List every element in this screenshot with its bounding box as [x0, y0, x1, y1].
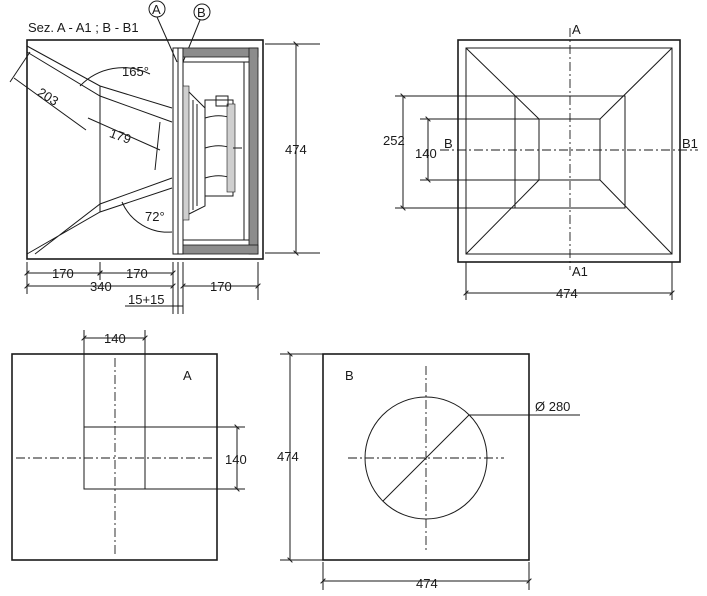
rear-chamber-bottom-wall	[182, 244, 259, 255]
section-view: Sez. A - A1 ; B - B1 A B	[9, 0, 320, 314]
dim-140-right-label: 140	[225, 452, 247, 467]
panel-b: B Ø 280 474 474	[277, 351, 580, 591]
dim-179-label: 179	[108, 125, 134, 147]
label-a: A	[572, 22, 581, 37]
section-title: Sez. A - A1 ; B - B1	[28, 20, 139, 35]
panel-b-label: B	[345, 368, 354, 383]
angle-arc-72	[121, 201, 173, 233]
angle-72-label: 72°	[145, 209, 165, 224]
front-view: A A1 B B1 252 140 474	[383, 22, 698, 301]
dim-170-right-label: 170	[210, 279, 232, 294]
dim-diameter-label: Ø 280	[535, 399, 570, 414]
dim-474-bottom-label: 474	[416, 576, 438, 591]
dim-170-mid-label: 170	[126, 266, 148, 281]
dim-140-label: 140	[415, 146, 437, 161]
marker-a-label: A	[152, 2, 161, 17]
dim-203-label: 203	[35, 85, 61, 109]
front-inner-frame	[465, 47, 673, 255]
marker-b-label: B	[197, 5, 206, 20]
dim-170-left-label: 170	[52, 266, 74, 281]
dim-340-label: 340	[90, 279, 112, 294]
front-throat-inner	[538, 118, 601, 181]
section-enclosure	[26, 39, 264, 260]
dim-203-line	[13, 77, 87, 131]
panel-b-outline	[322, 353, 530, 561]
panel-a-outline	[11, 353, 218, 561]
baffle-plate-b	[177, 47, 184, 255]
label-b: B	[444, 136, 453, 151]
dim-15-15-label: 15+15	[128, 292, 165, 307]
dim-474-left-label: 474	[277, 449, 299, 464]
dim-474-front-label: 474	[556, 286, 578, 301]
label-b1: B1	[682, 136, 698, 151]
panel-a: A 140 140	[11, 330, 247, 561]
front-outer-square	[457, 39, 681, 263]
dim-140-top-label: 140	[104, 331, 126, 346]
front-horn-diagonals	[465, 47, 673, 255]
dim-474-label: 474	[285, 142, 307, 157]
angle-arc-165	[79, 67, 151, 87]
baffle-plate-a	[172, 47, 179, 255]
panel-a-label: A	[183, 368, 192, 383]
dim-179-line	[87, 117, 161, 151]
dim-diameter-leader	[382, 414, 470, 502]
angle-165-label: 165°	[122, 64, 149, 79]
dim-252-label: 252	[383, 133, 405, 148]
rear-chamber-top-wall	[182, 47, 259, 58]
label-a1: A1	[572, 264, 588, 279]
rear-chamber-back-wall	[248, 47, 259, 255]
loudspeaker-driver-icon	[182, 85, 242, 221]
